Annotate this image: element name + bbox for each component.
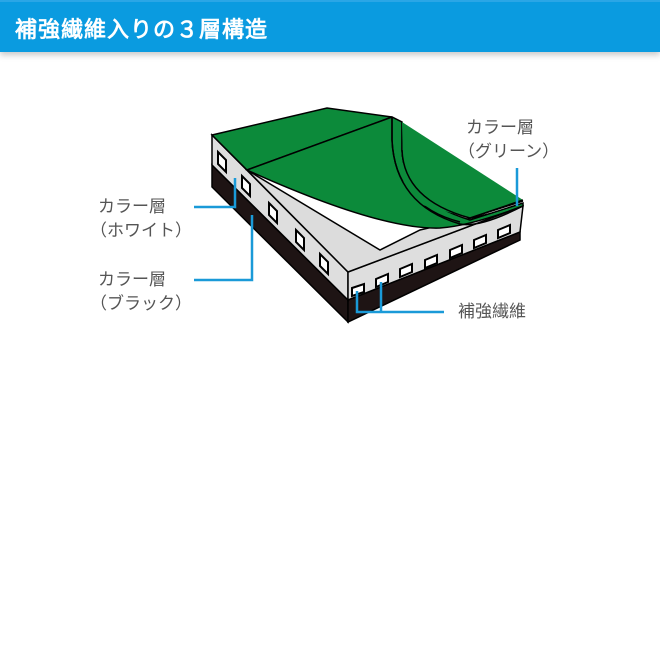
fiber-windows-front bbox=[351, 223, 511, 298]
label-black-line2: （ブラック） bbox=[90, 294, 192, 314]
label-black-line1: カラー層 bbox=[98, 270, 166, 290]
leader-lines bbox=[194, 168, 519, 314]
label-fiber-line1: 補強繊維 bbox=[458, 302, 526, 322]
title-banner: 補強繊維入りの３層構造 bbox=[0, 0, 660, 52]
label-reinforcing-fiber: 補強繊維 bbox=[458, 300, 526, 324]
page-title: 補強繊維入りの３層構造 bbox=[15, 18, 269, 43]
green-layer-back-surface bbox=[402, 122, 523, 218]
label-white-line2: （ホワイト） bbox=[90, 221, 192, 241]
fiber-windows-left-simple bbox=[217, 149, 329, 277]
label-green-line2: （グリーン） bbox=[458, 142, 560, 162]
leader-line-white bbox=[194, 178, 237, 209]
label-green-layer: カラー層 （グリーン） bbox=[458, 116, 559, 164]
label-white-layer: カラー層 （ホワイト） bbox=[90, 195, 192, 243]
leader-line-fiber bbox=[355, 291, 444, 314]
leader-line-black bbox=[194, 215, 254, 282]
label-black-layer: カラー層 （ブラック） bbox=[90, 268, 192, 316]
label-white-line1: カラー層 bbox=[98, 197, 166, 217]
label-green-line1: カラー層 bbox=[466, 118, 534, 138]
